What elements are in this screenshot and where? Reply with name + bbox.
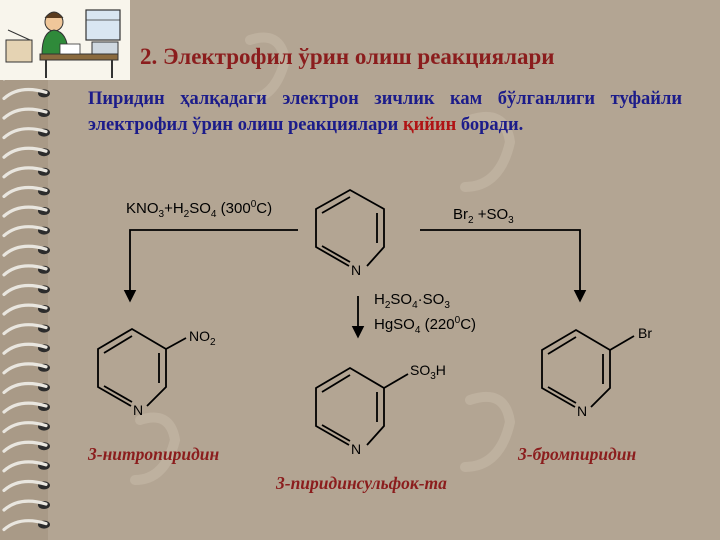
paragraph-highlight: қийин [402, 115, 457, 135]
spiral-ring [2, 479, 48, 492]
spiral-ring [2, 107, 48, 120]
spiral-ring [2, 146, 48, 159]
product-label-nitropyridine: 3-нитропиридин [88, 444, 220, 464]
spiral-ring [2, 440, 48, 453]
nitro-group: NO2 [189, 328, 216, 348]
spiral-ring [2, 244, 48, 257]
pyridine-ring-bromo [541, 328, 635, 408]
nitrogen-atom-top: N [351, 262, 362, 278]
bromo-group: Br [638, 325, 652, 341]
spiral-ring [2, 264, 48, 277]
reagent-nitration: KNO3+H2SO4 (3000C) [126, 199, 273, 220]
arrow-left [123, 229, 298, 303]
teacher-at-desk-icon [0, 0, 130, 80]
reagent-bromination: Br2 +SO3 [453, 206, 514, 226]
spiral-ring [2, 342, 48, 355]
slide-title: 2. Электрофил ўрин олиш реакциялари [140, 44, 555, 69]
spiral-ring [2, 323, 48, 336]
spiral-ring [2, 87, 48, 100]
product-label-bromopyridine: 3-бромпиридин [518, 444, 637, 464]
paragraph-end: боради. [456, 115, 524, 135]
spiral-ring [2, 381, 48, 394]
spiral-ring [2, 401, 48, 414]
spiral-ring [2, 460, 48, 473]
intro-paragraph: Пиридин ҳалқадаги электрон зичлик кам бў… [88, 86, 682, 138]
spiral-ring [2, 303, 48, 316]
spiral-ring [2, 127, 48, 140]
watermark-logo [130, 32, 516, 485]
nitrogen-atom-nitro: N [133, 402, 144, 418]
spiral-ring [2, 421, 48, 434]
spiral-ring [2, 362, 48, 375]
reagent-sulfonation-1: H2SO4·SO3 [374, 291, 450, 311]
arrow-right [420, 229, 587, 303]
reagent-sulfonation-2: HgSO4 (2200C) [374, 315, 477, 336]
spiral-ring [2, 499, 48, 512]
nitrogen-atom-bromo: N [577, 403, 588, 419]
spiral-ring [2, 166, 48, 179]
pyridine-ring-sulfonic [315, 366, 409, 446]
pyridine-ring-top [315, 188, 385, 267]
paragraph-text: Пиридин ҳалқадаги электрон зичлик кам бў… [88, 89, 682, 135]
nitrogen-atom-sulfonic: N [351, 441, 362, 457]
sulfo-group: SO3H [410, 362, 446, 382]
spiral-ring [2, 283, 48, 296]
product-label-sulfonic-acid: 3-пиридинсульфок-та [276, 473, 447, 493]
pyridine-ring-nitro [97, 327, 187, 407]
spiral-ring [2, 519, 48, 532]
spiral-ring [2, 205, 48, 218]
spiral-ring [2, 225, 48, 238]
spiral-ring [2, 185, 48, 198]
